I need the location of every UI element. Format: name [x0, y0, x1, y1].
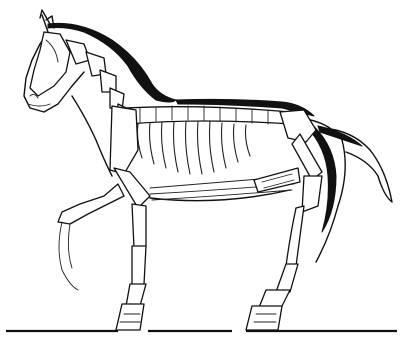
- shoulder-and-front-legs: [58, 106, 150, 330]
- skull-and-spine: [30, 32, 292, 124]
- rib-cage: [138, 122, 251, 174]
- abdominal-muscles: [150, 168, 300, 200]
- pelvis-and-hind-leg: [246, 110, 322, 330]
